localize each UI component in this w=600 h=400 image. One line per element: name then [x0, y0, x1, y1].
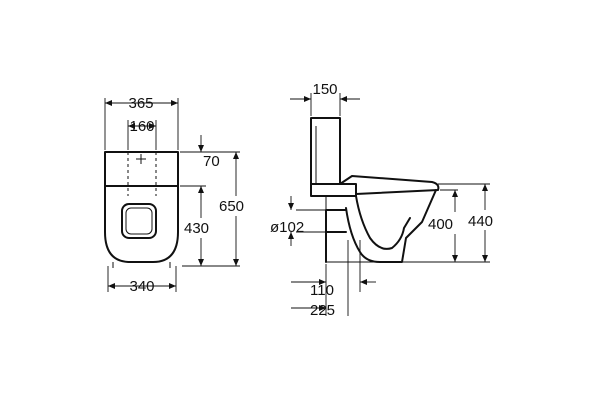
seat-lid	[121, 203, 157, 239]
dim-outlet-to-wall-total: 225	[310, 302, 335, 319]
side-extension-lines	[296, 93, 490, 316]
dim-fixing-to-bottom: 430	[184, 220, 209, 237]
side-view: 150 ø102 400 440 110 225	[270, 81, 493, 319]
dim-fixing-spacing: 160	[129, 118, 154, 135]
fixing-centre-mark	[136, 154, 146, 164]
bowl-outline	[104, 185, 179, 263]
dim-seat-height: 440	[468, 213, 493, 230]
trapway-outer	[355, 195, 411, 250]
dim-base-width: 340	[129, 278, 154, 295]
dim-fixing-offset: 70	[203, 153, 220, 170]
trapway-inner	[345, 207, 381, 263]
seat-lid-inner	[125, 207, 153, 235]
dim-overall-height: 650	[219, 198, 244, 215]
front-view: 365 160 70 430 650 340	[104, 95, 244, 295]
dim-pipe-diameter: ø102	[270, 219, 304, 236]
dim-cistern-depth: 150	[312, 81, 337, 98]
cistern-tank	[310, 117, 341, 185]
dim-outlet-height: 400	[428, 216, 453, 233]
outlet-pipe	[325, 209, 347, 263]
dim-outlet-to-wall: 110	[310, 282, 334, 299]
front-extension-lines	[104, 98, 240, 292]
seat-lid-side	[339, 175, 440, 195]
cistern-base	[310, 183, 357, 197]
dim-overall-width: 365	[128, 95, 153, 112]
